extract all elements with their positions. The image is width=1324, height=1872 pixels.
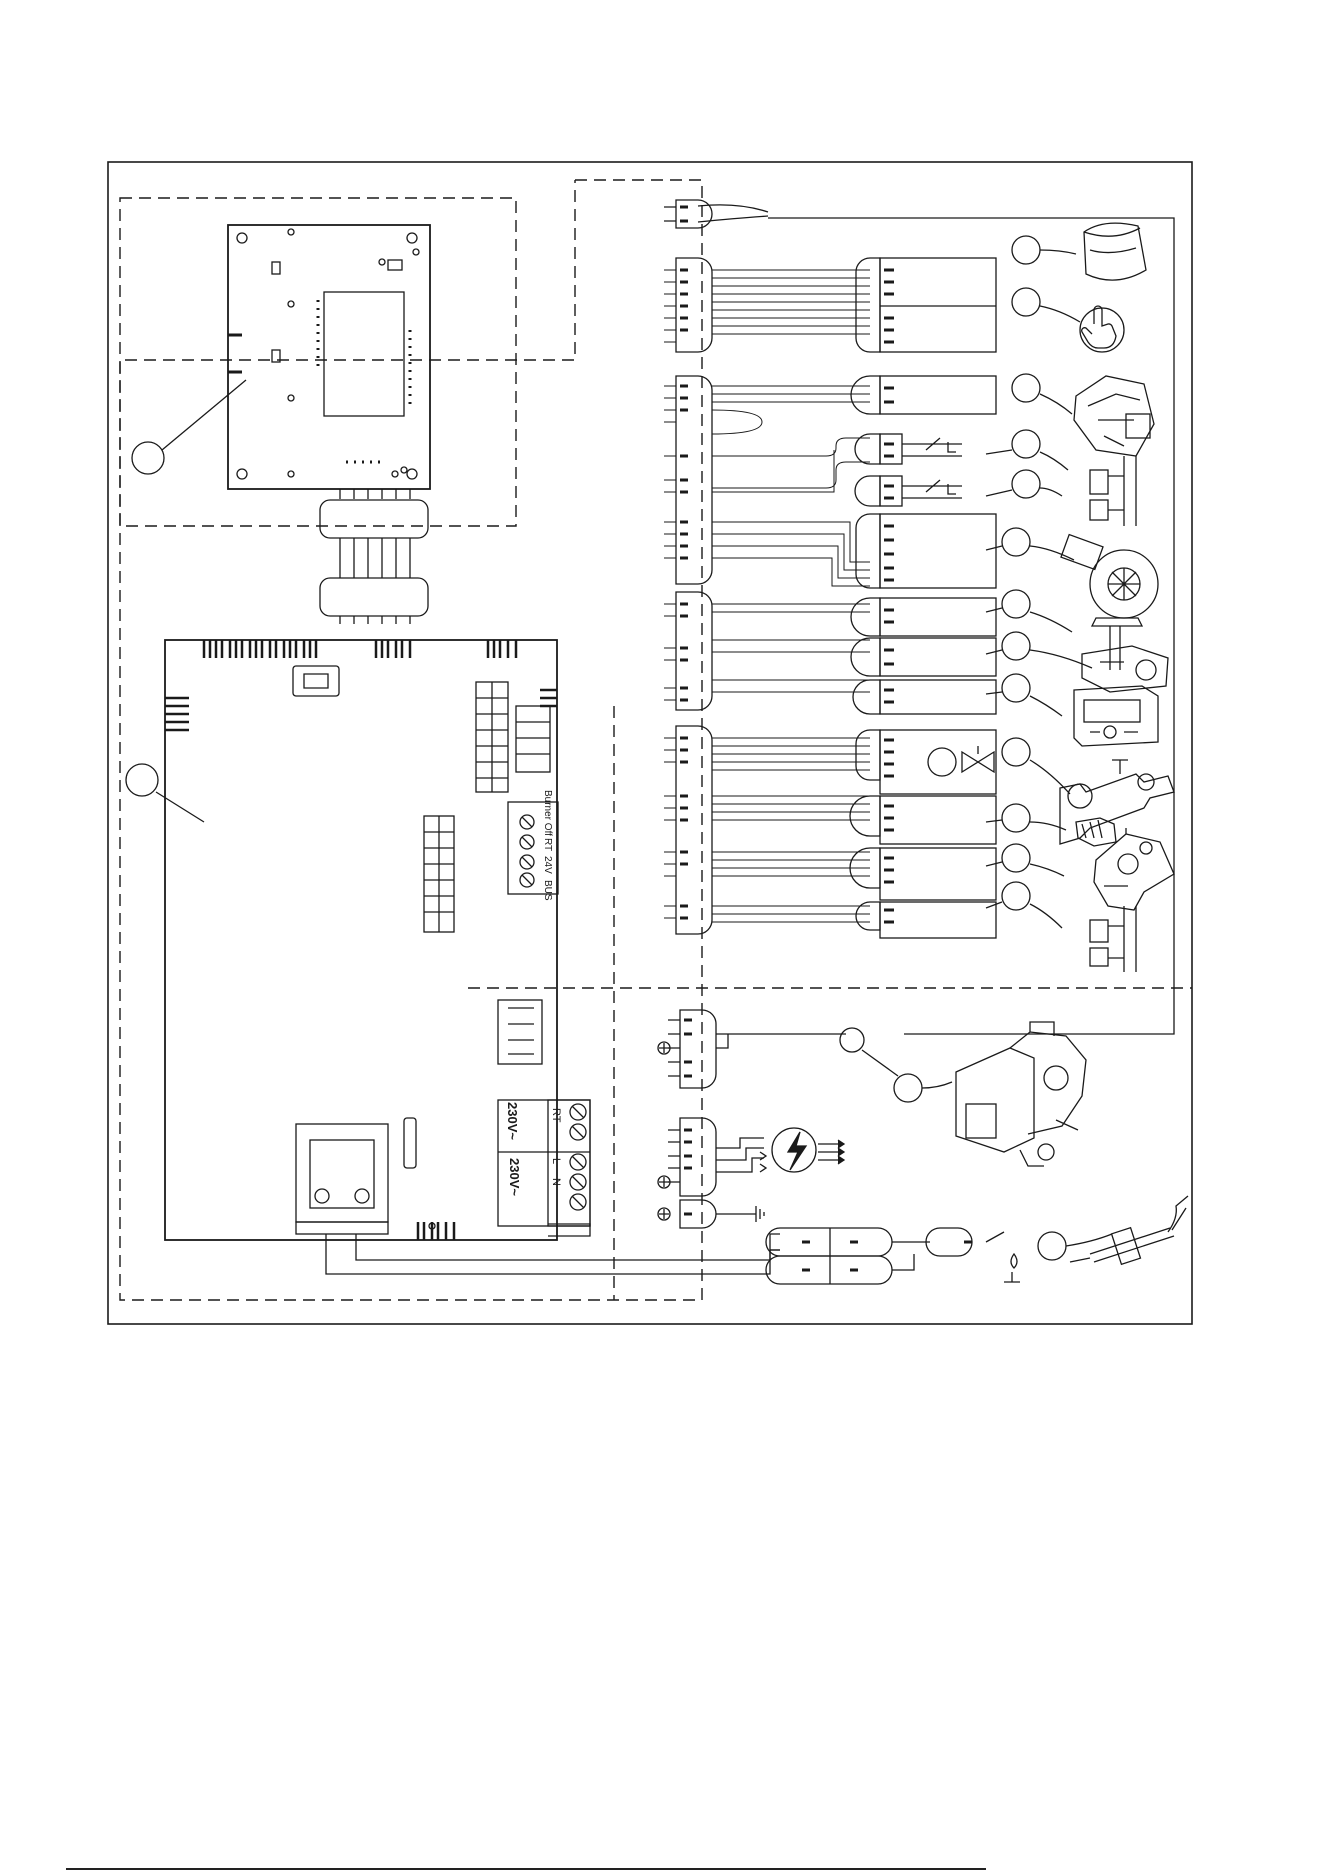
transformer — [296, 1124, 388, 1234]
hand-touch-icon — [1080, 306, 1124, 352]
gas-valve-icon — [1074, 376, 1154, 456]
plug-gas-valve — [851, 376, 996, 414]
plug-hydro — [850, 848, 996, 900]
label-24v: 24V — [542, 856, 553, 874]
label-230v-a: 230V~ — [505, 1102, 520, 1140]
plug-group-1 — [856, 258, 996, 352]
fuse — [404, 1118, 416, 1168]
label-bus: BUS — [542, 880, 553, 901]
plug-return-ntc — [855, 476, 962, 506]
pump-connector — [658, 1010, 864, 1088]
electrode-icon — [1070, 1196, 1188, 1264]
pcb-pin-grids — [424, 682, 550, 1064]
wire-bundles — [712, 270, 870, 922]
plug-fan — [856, 514, 996, 588]
electrode-connector — [766, 1228, 1020, 1284]
label-n: N — [550, 1178, 562, 1186]
callouts — [126, 236, 1112, 1260]
receiver-box-icon — [1084, 223, 1146, 280]
display-unit-icon — [1074, 686, 1158, 746]
pump-icon — [956, 1022, 1086, 1166]
lightning-icon — [788, 1132, 806, 1170]
footer-rule — [66, 1868, 986, 1870]
diagram-frame — [108, 162, 1192, 1324]
pcb-holes — [237, 229, 419, 479]
plug-flow-ntc — [855, 434, 962, 464]
plug-display — [853, 680, 996, 714]
plug-flue-sensor — [851, 598, 996, 636]
component-plugs — [850, 258, 996, 938]
flow-turbine-icon — [1076, 818, 1116, 846]
pcb-pins — [318, 300, 410, 462]
pipe-clip-sensor-icon — [1090, 456, 1136, 526]
earth-connector — [658, 1200, 764, 1228]
label-230v-b: 230V~ — [507, 1158, 522, 1196]
fan-blower-icon — [1061, 535, 1158, 618]
label-rt-a1: RT — [550, 1108, 562, 1123]
label-burner-off: Burner Off — [542, 790, 553, 836]
plug-pressure-sensor — [851, 638, 996, 676]
main-pcb: Burner Off RT 24V BUS 230V~ RT 230V~ L N — [165, 640, 590, 1240]
option-pcb — [228, 225, 430, 489]
plug-diverter — [856, 730, 996, 794]
ribbon-connectors — [320, 489, 428, 624]
plug-flow-meter — [850, 796, 996, 844]
ignition-connector — [658, 1118, 844, 1196]
pipe-clip-sensor-icon — [1090, 906, 1136, 972]
pressure-sensor-icon — [1082, 646, 1168, 692]
left-plug-stack — [664, 200, 1174, 1034]
dashed-boundaries — [120, 180, 1192, 1300]
plug-dhw-ntc — [856, 902, 996, 938]
hydro-block-icon — [1094, 828, 1174, 910]
label-l: L — [550, 1158, 562, 1164]
label-rt-low: RT — [542, 838, 553, 851]
